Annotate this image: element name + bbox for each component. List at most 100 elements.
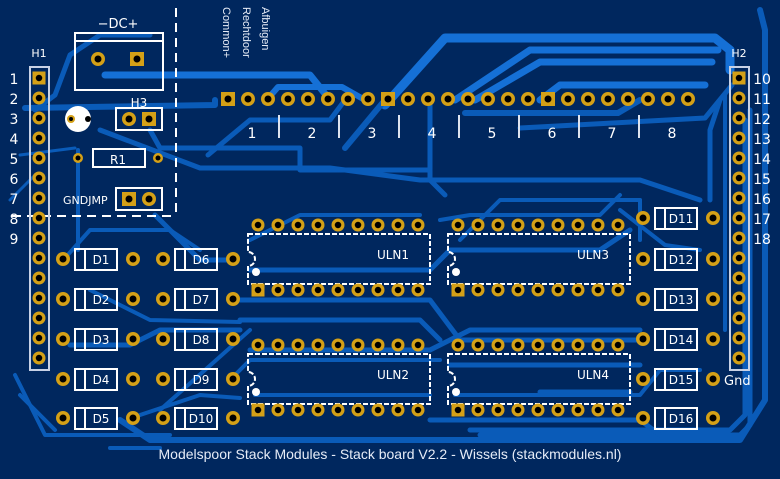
- drill-hole: [294, 221, 302, 229]
- drill-hole: [534, 286, 542, 294]
- drill-hole: [35, 294, 43, 302]
- group-number: 7: [608, 126, 617, 142]
- drill-hole: [735, 174, 743, 182]
- diode-d5-label: D5: [93, 412, 110, 426]
- drill-hole: [159, 375, 167, 383]
- drill-hole: [534, 221, 542, 229]
- drill-hole: [524, 95, 532, 103]
- drill-hole: [454, 221, 462, 229]
- drill-hole: [35, 174, 43, 182]
- drill-hole: [374, 286, 382, 294]
- drill-hole: [735, 294, 743, 302]
- board-title: Modelspoor Stack Modules - Stack board V…: [159, 446, 622, 462]
- diode-outline: [174, 288, 218, 311]
- ic-outline: [447, 233, 631, 285]
- drill-hole: [284, 95, 292, 103]
- drill-hole: [35, 314, 43, 322]
- diode-outline: [74, 248, 118, 271]
- drill-hole: [35, 114, 43, 122]
- h2-pin-number: 12: [753, 112, 771, 128]
- drill-hole: [594, 406, 602, 414]
- drill-hole: [494, 406, 502, 414]
- drill-hole: [129, 414, 137, 422]
- drill-hole: [159, 414, 167, 422]
- drill-hole: [229, 414, 237, 422]
- copper-trace: [97, 127, 703, 203]
- drill-hole: [735, 274, 743, 282]
- drill-hole: [639, 214, 647, 222]
- h1-pin-number: 9: [10, 232, 19, 248]
- group-number: 2: [308, 126, 317, 142]
- capacitor-outline: [65, 106, 91, 132]
- diode-d13-label: D13: [669, 293, 694, 307]
- drill-hole: [554, 341, 562, 349]
- copper-trace: [707, 97, 723, 203]
- drill-hole: [35, 74, 43, 82]
- drill-hole: [554, 406, 562, 414]
- drill-hole: [684, 95, 692, 103]
- drill-hole: [414, 221, 422, 229]
- drill-hole: [364, 95, 372, 103]
- drill-hole: [735, 354, 743, 362]
- drill-hole: [735, 314, 743, 322]
- label-rechtdoor: Rechtdoor: [240, 7, 252, 58]
- drill-hole: [454, 341, 462, 349]
- diode-d16-label: D16: [669, 412, 694, 426]
- pin1-marker: [252, 268, 260, 276]
- drill-hole: [735, 194, 743, 202]
- drill-hole: [735, 74, 743, 82]
- drill-hole: [304, 95, 312, 103]
- drill-hole: [35, 354, 43, 362]
- drill-hole: [35, 334, 43, 342]
- drill-hole: [254, 341, 262, 349]
- ic-uln4-label: ULN4: [577, 368, 609, 382]
- drill-hole: [129, 295, 137, 303]
- drill-hole: [514, 286, 522, 294]
- copper-trace: [88, 288, 242, 324]
- r1-label: R1: [110, 153, 126, 167]
- gndjmp-outline: [115, 187, 163, 211]
- h1-pin-number: 8: [10, 212, 19, 228]
- drill-hole: [614, 406, 622, 414]
- drill-hole: [274, 341, 282, 349]
- drill-hole: [639, 375, 647, 383]
- drill-hole: [229, 255, 237, 263]
- drill-hole: [159, 295, 167, 303]
- drill-hole: [35, 274, 43, 282]
- drill-hole: [735, 334, 743, 342]
- drill-hole: [59, 335, 67, 343]
- copper-trace: [13, 373, 172, 437]
- diode-d6-label: D6: [193, 253, 210, 267]
- h1-pin-number: 7: [10, 192, 19, 208]
- copper-trace: [205, 97, 348, 158]
- drill-hole: [709, 375, 717, 383]
- silkscreen-labels: −DC+ H3 R1 GNDJMP Common+ Rechtdoor Afbu…: [31, 7, 750, 462]
- drill-hole: [129, 255, 137, 263]
- pin1-marker: [452, 388, 460, 396]
- drill-hole: [334, 286, 342, 294]
- drill-hole: [264, 95, 272, 103]
- drill-hole: [664, 95, 672, 103]
- drill-hole: [354, 286, 362, 294]
- h2-outline: [729, 66, 750, 371]
- diode-outline: [174, 248, 218, 271]
- copper-trace: [438, 193, 622, 222]
- group-number: 5: [488, 126, 497, 142]
- drill-hole: [294, 286, 302, 294]
- h2-pin-number: 15: [753, 172, 771, 188]
- drill-hole: [344, 95, 352, 103]
- gnd-label: Gnd: [724, 374, 751, 389]
- label-afbuigen: Afbuigen: [259, 7, 271, 50]
- drill-hole: [709, 295, 717, 303]
- drill-hole: [414, 286, 422, 294]
- drill-hole: [614, 221, 622, 229]
- copper-trace: [22, 97, 218, 111]
- drill-hole: [604, 95, 612, 103]
- drill-hole: [374, 341, 382, 349]
- drill-hole: [294, 406, 302, 414]
- drill-hole: [404, 95, 412, 103]
- drill-hole: [59, 295, 67, 303]
- drill-hole: [224, 95, 232, 103]
- drill-hole: [639, 295, 647, 303]
- drill-hole: [59, 255, 67, 263]
